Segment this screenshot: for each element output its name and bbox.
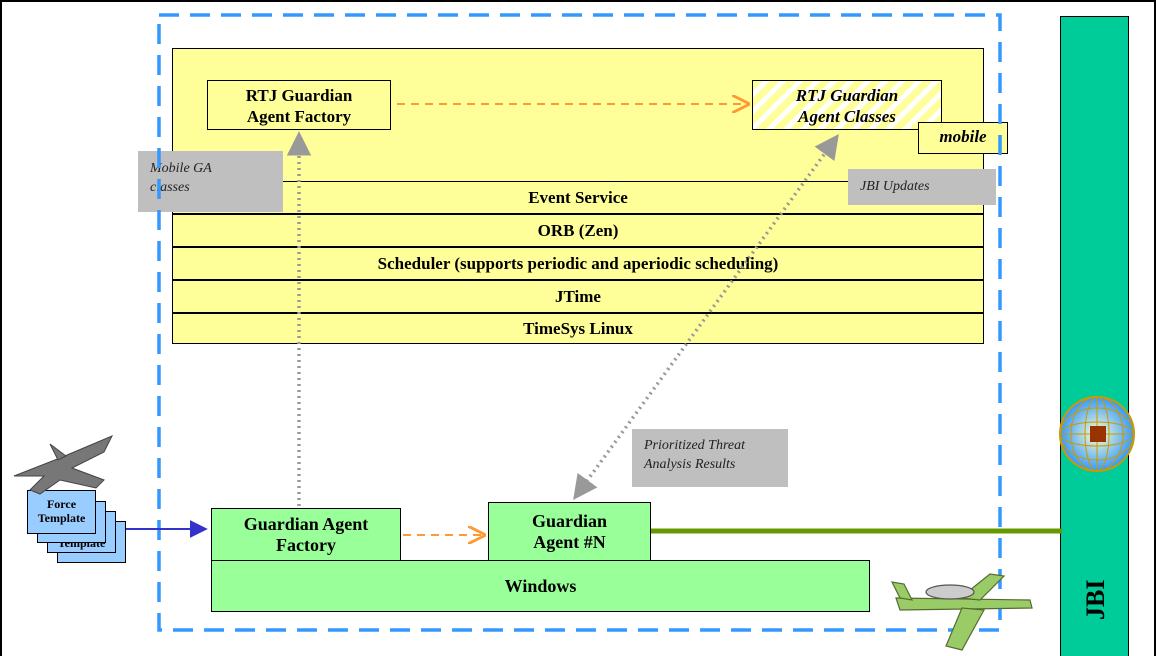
guardian-agent-n-box: Guardian Agent #N: [488, 502, 651, 561]
rtj-agent-factory-box: RTJ Guardian Agent Factory: [207, 80, 391, 130]
rtj-agent-factory-line1: RTJ Guardian: [245, 86, 353, 105]
system-boundary-frame: [157, 13, 1002, 632]
note-jbi-updates: JBI Updates: [848, 169, 996, 205]
classes-agent-link: [573, 134, 839, 500]
rtj-agent-classes-line2: Agent Classes: [798, 107, 896, 126]
jbi-bus-bar: [1060, 16, 1129, 656]
guardian-agent-line1: Guardian: [531, 510, 608, 531]
guardian-factory-line1: Guardian Agent: [243, 513, 369, 534]
force-template-line1: Force: [46, 497, 77, 511]
rtj-agent-factory-line2: Agent Factory: [246, 107, 352, 126]
note-mobile-ga-line1: Mobile GA: [150, 161, 212, 176]
force-template-line2: Template: [37, 511, 86, 525]
force-template-card-1: Force Template: [27, 490, 96, 534]
awacs-plane-icon: [890, 573, 1033, 651]
fighter-jet-icon: [13, 435, 114, 495]
rtj-agent-classes-line1: RTJ Guardian: [795, 86, 899, 105]
mobile-tag: mobile: [918, 122, 1008, 154]
guardian-factory-line2: Factory: [276, 534, 336, 555]
guardian-agent-line2: Agent #N: [533, 531, 606, 552]
guardian-agent-factory-box: Guardian Agent Factory: [211, 508, 401, 561]
note-mobile-ga-classes: Mobile GA classes: [138, 151, 283, 212]
rtj-agent-classes-box: RTJ Guardian Agent Classes: [752, 80, 942, 130]
globe-icon: [1059, 396, 1135, 472]
